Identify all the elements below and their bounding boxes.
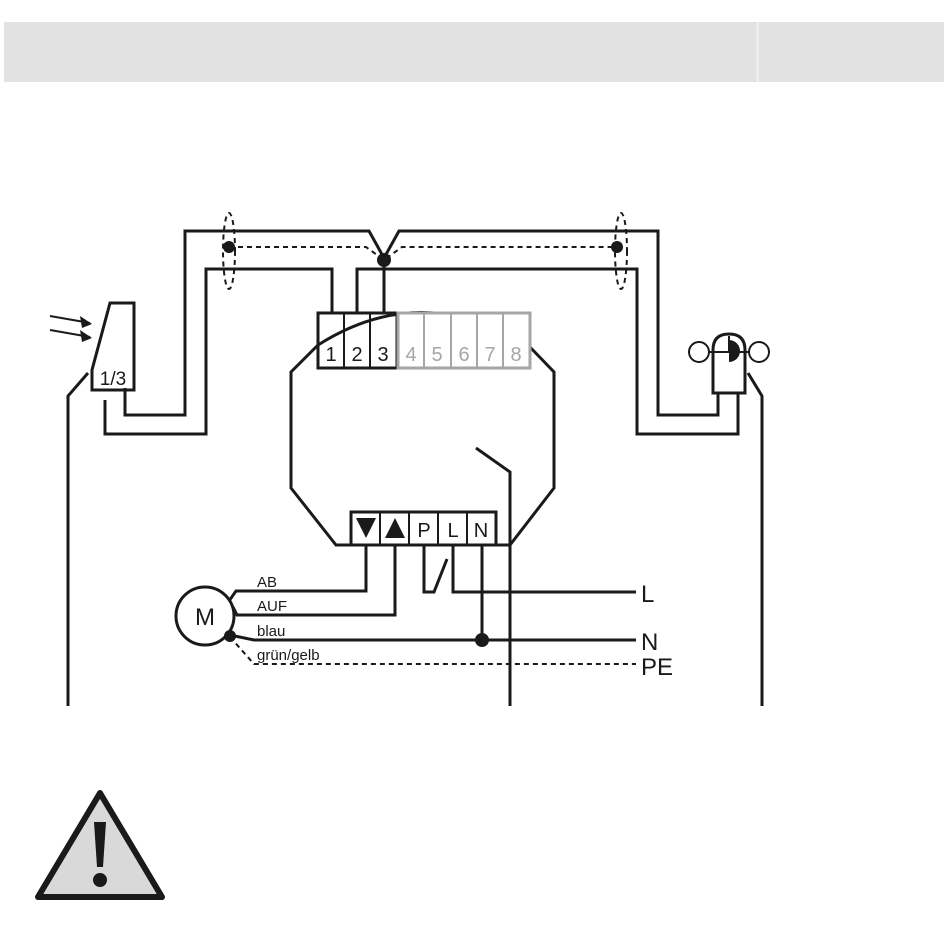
motor-label: M xyxy=(195,604,215,631)
top-terminal-block: 1 2 3 4 5 6 7 8 xyxy=(318,313,530,368)
terminal-1-label: 1 xyxy=(325,344,336,366)
bottom-terminal-block: P L N xyxy=(351,512,496,545)
terminal-n-label: N xyxy=(474,520,488,542)
line-l-label: L xyxy=(641,581,654,608)
terminal-4-label: 4 xyxy=(405,344,416,366)
down-arrow-icon xyxy=(356,518,376,538)
terminal-6-label: 6 xyxy=(458,344,469,366)
terminal-2-label: 2 xyxy=(351,344,362,366)
wire-blau-label: blau xyxy=(257,623,285,640)
wire-auf-label: AUF xyxy=(257,598,287,615)
terminal-8-label: 8 xyxy=(510,344,521,366)
line-n-label: N xyxy=(641,629,658,656)
wire-ab-label: AB xyxy=(257,574,277,591)
light-sensor-label: 1/3 xyxy=(100,369,126,390)
up-arrow-icon xyxy=(385,518,405,538)
line-pe-label: PE xyxy=(641,654,673,681)
light-sensor: 1/3 xyxy=(50,303,134,390)
wind-sensor xyxy=(689,334,769,393)
motor-wiring: M AB AUF blau grün/gelb L N PE xyxy=(176,545,673,681)
terminal-p-label: P xyxy=(417,520,430,542)
terminal-l-label: L xyxy=(447,520,458,542)
terminal-7-label: 7 xyxy=(484,344,495,366)
light-rays-icon xyxy=(50,316,92,342)
terminal-5-label: 5 xyxy=(431,344,442,366)
wire-gruen-gelb-label: grün/gelb xyxy=(257,647,320,664)
terminal-3-label: 3 xyxy=(377,344,388,366)
warning-triangle-icon xyxy=(38,793,162,897)
